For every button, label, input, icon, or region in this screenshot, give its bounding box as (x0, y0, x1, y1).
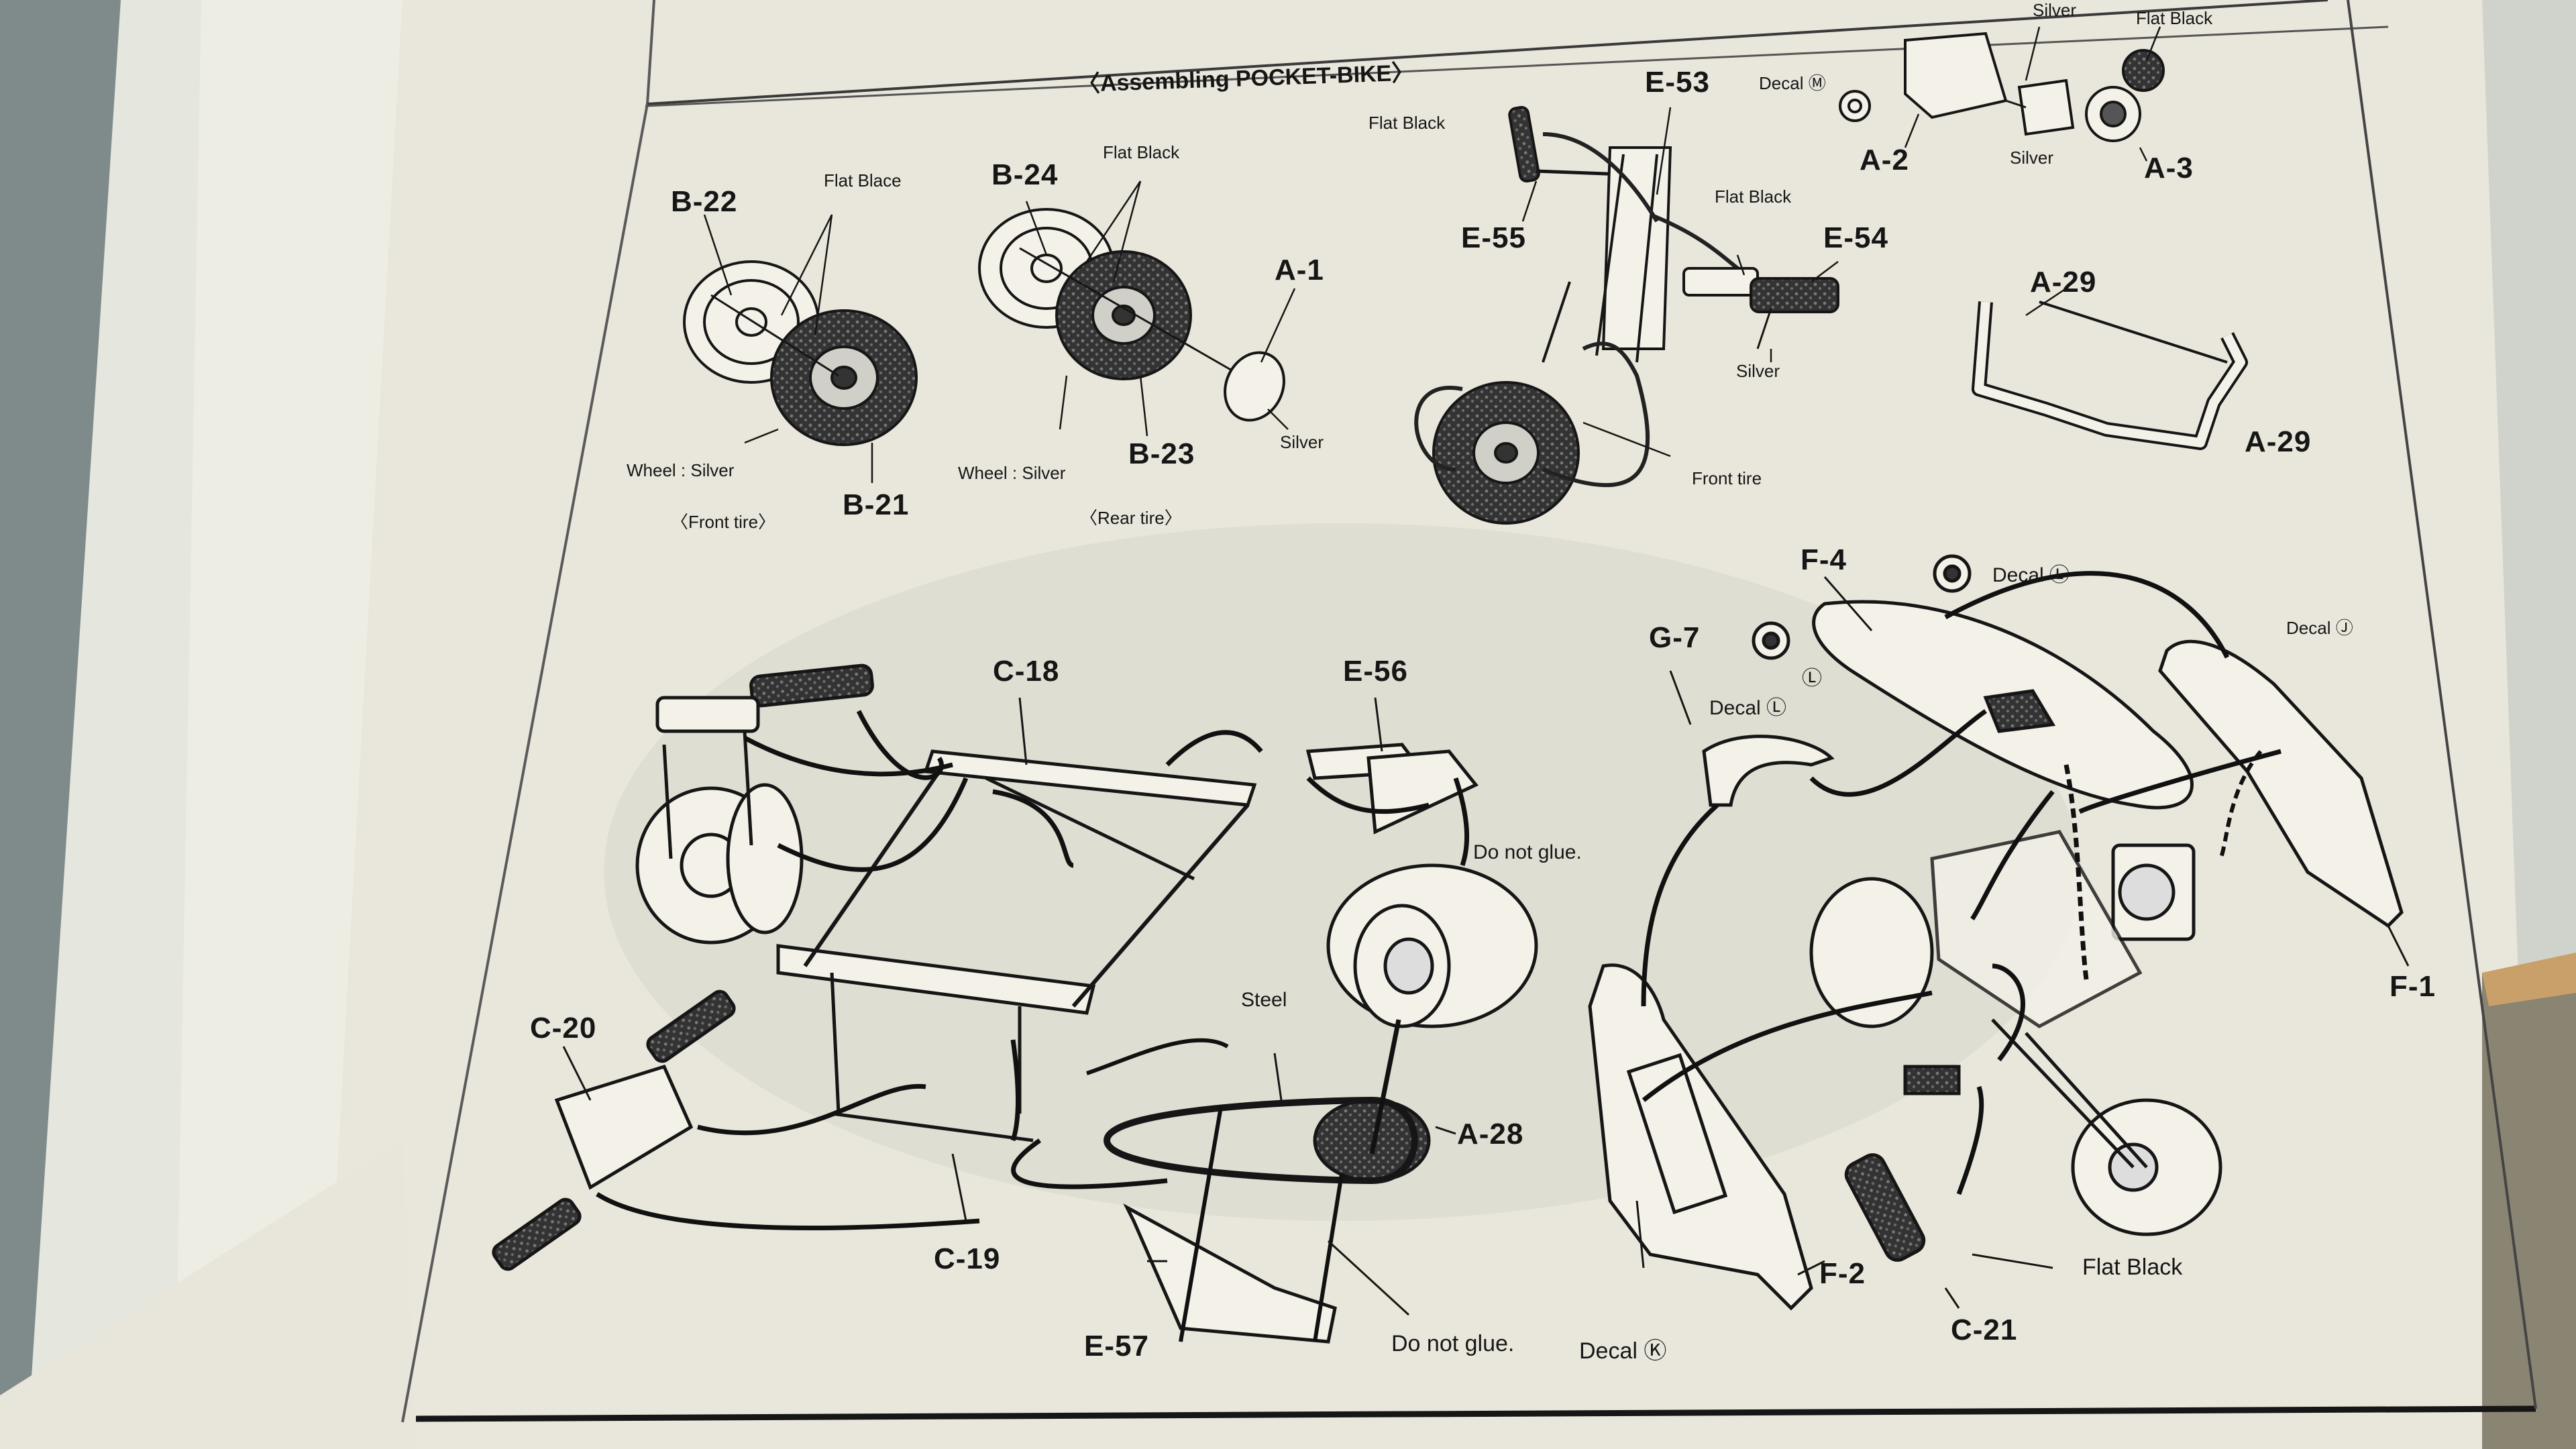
caption-front-tire: 〈Front tire〉 (671, 512, 776, 532)
paint-note-right-grip: Flat Black (1715, 186, 1792, 207)
part-code-b21: B-21 (843, 488, 910, 521)
part-code-b22: B-22 (671, 185, 738, 218)
paint-note-engine-flat: Flat Black (2136, 8, 2213, 28)
part-code-c19: C-19 (934, 1242, 1001, 1275)
paint-note-engine-top: Silver (2033, 0, 2077, 20)
part-code-f4: F-4 (1801, 543, 1847, 576)
decal-note-l-top: Decal Ⓛ (1992, 564, 2070, 586)
stand-assembly (1972, 287, 2248, 450)
part-code-c21: C-21 (1951, 1313, 2018, 1346)
part-code-a28: A-28 (1457, 1118, 1524, 1150)
part-code-c18: C-18 (993, 655, 1060, 688)
part-code-a3: A-3 (2144, 152, 2194, 184)
part-code-f2: F-2 (1819, 1257, 1866, 1290)
decal-mark-l: Ⓛ (1802, 667, 1822, 690)
body-panel-assembly (1588, 554, 2410, 1311)
paint-note-engine-mid: Silver (2010, 148, 2054, 168)
decal-note-l-g7: Decal Ⓛ (1709, 697, 1787, 719)
note-do-not-glue-upper: Do not glue. (1473, 841, 1582, 863)
paint-note-front-tire: Flat Blace (824, 170, 902, 191)
part-code-f1: F-1 (2390, 970, 2436, 1003)
frame-assembly (492, 663, 1538, 1344)
paint-note-lever: Silver (1736, 361, 1780, 381)
part-code-e56: E-56 (1343, 655, 1408, 688)
decal-note-m: Decal Ⓜ (1759, 73, 1826, 93)
part-code-b24: B-24 (991, 158, 1059, 191)
decal-note-k: Decal Ⓚ (1579, 1338, 1667, 1364)
part-code-b23: B-23 (1128, 437, 1195, 470)
part-code-a2: A-2 (1860, 144, 1909, 176)
front-tire-assembly (683, 214, 918, 483)
paint-note-front-wheel: Wheel : Silver (627, 460, 735, 480)
part-code-e53: E-53 (1645, 66, 1710, 99)
part-code-a1: A-1 (1275, 254, 1324, 286)
caption-rear-tire: 〈Rear tire〉 (1080, 508, 1182, 528)
part-code-g7: G-7 (1649, 621, 1701, 654)
part-code-e57: E-57 (1084, 1330, 1149, 1362)
rear-tire-assembly (978, 180, 1296, 437)
engine-assembly (1839, 26, 2165, 162)
front-fork-assembly (1414, 105, 1839, 525)
part-code-e55: E-55 (1461, 221, 1526, 254)
label-front-tire: Front tire (1692, 468, 1762, 488)
paint-note-left-grip: Flat Black (1368, 113, 1446, 133)
part-code-e54: E-54 (1823, 221, 1888, 254)
part-code-a29-bottom: A-29 (2245, 425, 2312, 458)
paint-note-rear-tire: Flat Black (1103, 142, 1180, 162)
material-note-steel: Steel (1241, 989, 1287, 1011)
note-do-not-glue-lower: Do not glue. (1391, 1331, 1515, 1356)
decal-note-j: Decal Ⓙ (2286, 618, 2353, 638)
paint-note-rear-wheel: Wheel : Silver (958, 463, 1066, 483)
paint-note-rear-hub: Silver (1280, 432, 1324, 452)
part-code-a29-top: A-29 (2030, 266, 2097, 299)
part-code-c20: C-20 (530, 1012, 597, 1044)
paint-note-muffler: Flat Black (2082, 1254, 2183, 1280)
